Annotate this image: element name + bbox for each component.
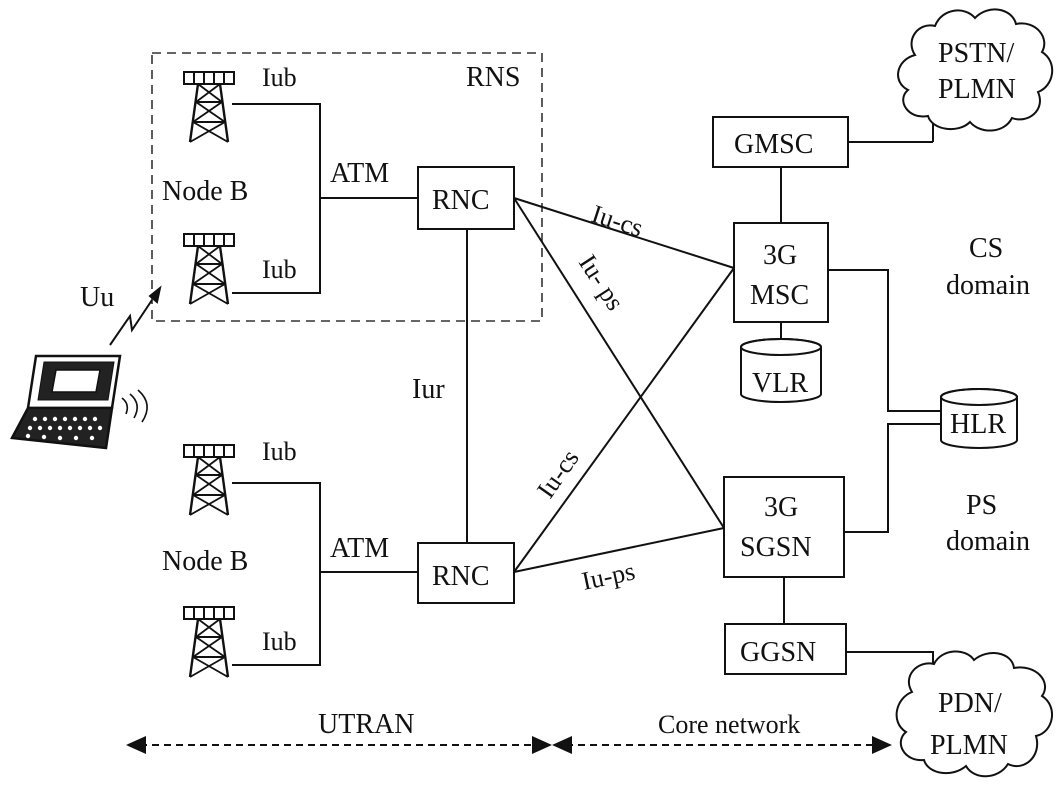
msc-line2: MSC — [750, 280, 809, 311]
node-b-tower-icon — [182, 605, 236, 679]
uu-label: Uu — [80, 282, 114, 313]
node-b-tower-icon — [182, 443, 236, 517]
user-equipment-laptop-icon — [10, 354, 148, 450]
node-b-label: Node B — [162, 176, 248, 207]
iub-label: Iub — [262, 255, 297, 284]
node-b-label: Node B — [162, 546, 248, 577]
radio-link-icon — [109, 299, 153, 346]
iu-cs-label: Iu-cs — [531, 444, 585, 503]
iu-ps-label: Iu-ps — [579, 556, 637, 595]
ps-domain-line2: domain — [946, 526, 1030, 557]
pdn-label: PDN/ — [938, 688, 1002, 719]
msc-box — [733, 222, 829, 323]
atm-label: ATM — [330, 158, 389, 189]
node-b-tower-icon — [182, 70, 236, 144]
ps-domain-line1: PS — [966, 490, 997, 521]
ggsn-box — [724, 623, 847, 675]
hlr-label: HLR — [950, 409, 1006, 440]
sgsn-line1: 3G — [764, 492, 798, 523]
utran-label: UTRAN — [318, 709, 414, 740]
iu-cs-label: Iu-cs — [588, 199, 646, 243]
msc-line1: 3G — [763, 240, 797, 271]
node-b-tower-icon — [182, 232, 236, 306]
vlr-label: VLR — [752, 368, 808, 399]
gmsc-label: GMSC — [734, 129, 813, 160]
iub-label: Iub — [262, 627, 297, 656]
plmn-label: PLMN — [938, 74, 1016, 105]
cs-domain-line2: domain — [946, 270, 1030, 301]
pdn-plmn-cloud-icon — [895, 650, 1053, 778]
atm-label: ATM — [330, 533, 389, 564]
ggsn-label: GGSN — [740, 637, 816, 668]
core-network-label: Core network — [658, 710, 800, 739]
rnc-box — [417, 542, 515, 604]
iur-label: Iur — [412, 374, 445, 405]
sgsn-line2: SGSN — [740, 532, 812, 563]
pstn-plmn-cloud-icon — [897, 8, 1053, 132]
iub-label: Iub — [262, 63, 297, 92]
rns-boundary — [151, 52, 543, 322]
rnc-label: RNC — [432, 185, 490, 216]
plmn-label: PLMN — [930, 730, 1008, 761]
rns-label: RNS — [466, 62, 520, 93]
rnc-label: RNC — [432, 561, 490, 592]
cs-domain-line1: CS — [969, 233, 1003, 264]
sgsn-box — [723, 476, 845, 578]
rnc-box — [417, 166, 515, 230]
iub-label: Iub — [262, 437, 297, 466]
pstn-label: PSTN/ — [938, 38, 1014, 69]
